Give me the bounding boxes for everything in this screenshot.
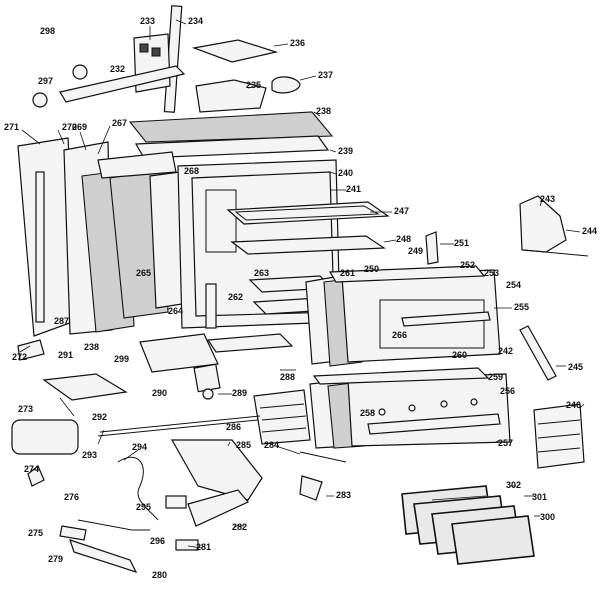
part-number: 291 [58,350,73,360]
part-number: 293 [82,450,97,460]
part-number: 238 [316,106,331,116]
part-number: 258 [360,408,375,418]
part-number: 244 [582,226,597,236]
part-number: 284 [264,440,279,450]
leader-lines [19,19,585,549]
part-number: 251 [454,238,469,248]
vent-stack-assembly [32,5,301,113]
oven-window-glass-set [401,485,535,565]
part-number: 294 [132,442,147,452]
part-number: 257 [498,438,513,448]
part-number: 252 [460,260,475,270]
part-number: 259 [488,372,503,382]
part-number: 268 [184,166,199,176]
part-number: 245 [568,362,583,372]
part-number: 286 [226,422,241,432]
part-number: 239 [338,146,353,156]
part-number: 235 [246,80,261,90]
part-number: 301 [532,492,547,502]
part-number: 285 [236,440,251,450]
part-number: 300 [540,512,555,522]
part-number: 273 [18,404,33,414]
part-number: 270 [62,122,77,132]
broiler-assembly [139,333,311,445]
part-number: 232 [110,64,125,74]
part-number: 299 [114,354,129,364]
part-number: 263 [254,268,269,278]
part-number: 279 [48,554,63,564]
part-number: 289 [232,388,247,398]
part-number: 236 [290,38,305,48]
part-number: 254 [506,280,521,290]
part-number: 302 [506,480,521,490]
part-number: 261 [340,268,355,278]
oven-cavity [177,159,390,329]
part-number: 275 [28,528,43,538]
misc-small-parts [11,339,214,541]
part-number: 253 [484,268,499,278]
part-number: 247 [394,206,409,216]
part-number: 272 [12,352,27,362]
part-number: 256 [500,386,515,396]
burner-assembly [69,415,347,574]
part-number: 290 [152,388,167,398]
part-number: 264 [168,306,183,316]
part-number: 296 [150,536,165,546]
part-number-labels: 233 234 236 298 232 297 235 237 238 239 … [4,16,597,580]
part-number: 298 [40,26,55,36]
upper-oven-door [305,265,501,367]
lower-oven-door [309,367,511,449]
part-number: 276 [64,492,79,502]
part-number: 250 [364,264,379,274]
part-number: 280 [152,570,167,580]
part-number: 281 [196,542,211,552]
part-number: 246 [566,400,581,410]
side-panels [17,137,183,337]
part-number: 274 [24,464,39,474]
part-number: 283 [336,490,351,500]
part-number: 262 [228,292,243,302]
part-number: 242 [498,346,513,356]
part-number: 288 [280,372,295,382]
part-number: 248 [396,234,411,244]
right-side-parts [425,195,589,469]
part-number: 241 [346,184,361,194]
part-number: 255 [514,302,529,312]
part-number: 260 [452,350,467,360]
part-number: 297 [38,76,53,86]
part-number: 282 [232,522,247,532]
cooktop-panel [128,111,334,159]
part-number: 237 [318,70,333,80]
part-number: 238 [84,342,99,352]
part-number: 287 [54,316,69,326]
part-number: 267 [112,118,127,128]
part-number: 265 [136,268,151,278]
part-number: 249 [408,246,423,256]
part-number: 292 [92,412,107,422]
part-number: 271 [4,122,19,132]
part-number: 233 [140,16,155,26]
part-number: 269 [72,122,87,132]
part-number: 240 [338,168,353,178]
part-number: 266 [392,330,407,340]
part-number: 295 [136,502,151,512]
part-number: 234 [188,16,203,26]
part-number: 243 [540,194,555,204]
